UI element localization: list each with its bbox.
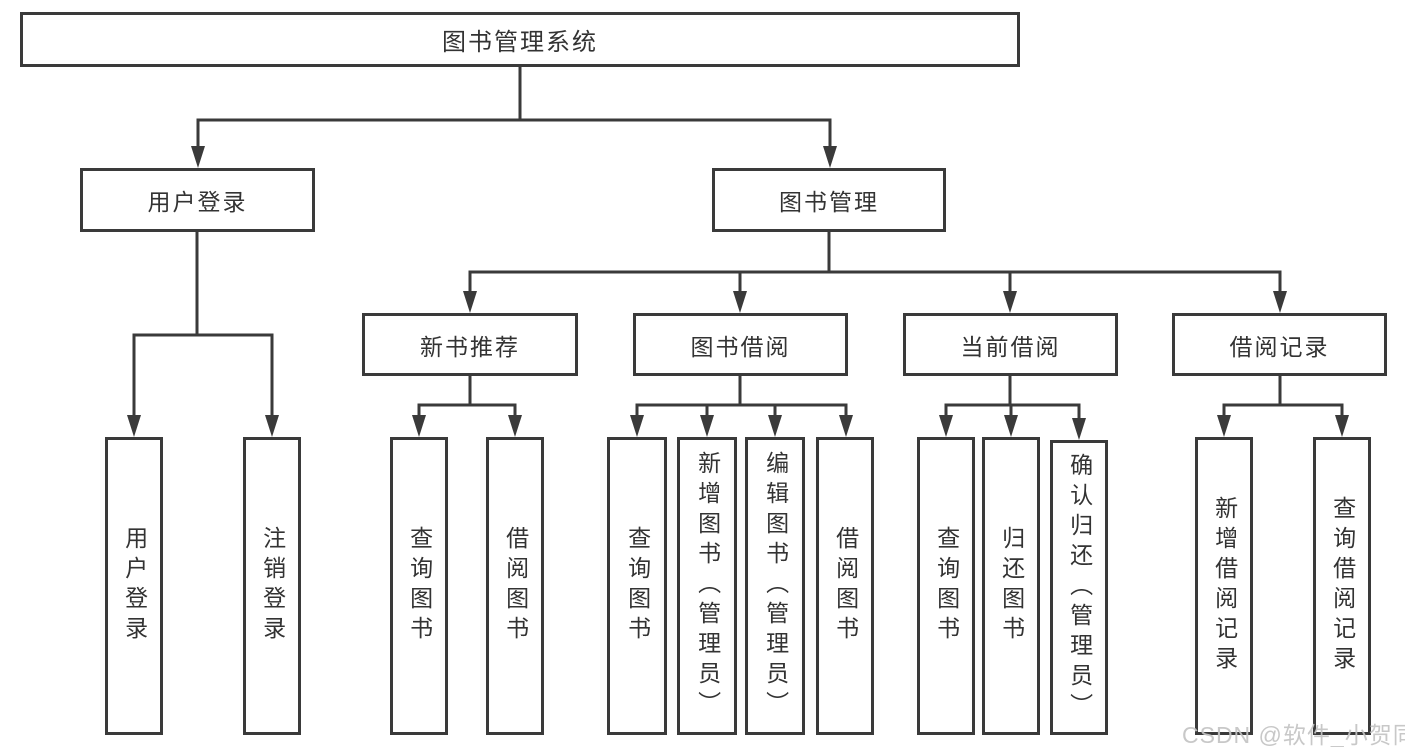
node-add-borrow-record: 新增借阅记录 <box>1195 437 1253 735</box>
node-user-login-leaf: 用户登录 <box>105 437 163 735</box>
node-edit-books-admin: 编辑图书（管理员） <box>745 437 805 735</box>
node-borrow-books-recommend: 借阅图书 <box>486 437 544 735</box>
arrowheads <box>127 146 1349 440</box>
node-library-management-system: 图书管理系统 <box>20 12 1020 67</box>
node-query-books-current: 查询图书 <box>917 437 975 735</box>
node-logout: 注销登录 <box>243 437 301 735</box>
node-current-borrowing: 当前借阅 <box>903 313 1118 376</box>
node-query-books-recommend: 查询图书 <box>390 437 448 735</box>
node-confirm-return-admin: 确认归还（管理员） <box>1050 440 1108 735</box>
node-borrowing-records: 借阅记录 <box>1172 313 1387 376</box>
node-add-books-admin: 新增图书（管理员） <box>677 437 737 735</box>
node-query-books-borrowing: 查询图书 <box>607 437 667 735</box>
csdn-watermark: CSDN @软件_小贺同学 <box>1182 722 1405 747</box>
node-book-borrowing: 图书借阅 <box>633 313 848 376</box>
node-borrow-books-leaf: 借阅图书 <box>816 437 874 735</box>
node-user-login: 用户登录 <box>80 168 315 232</box>
node-return-books: 归还图书 <box>982 437 1040 735</box>
node-new-book-recommendation: 新书推荐 <box>362 313 578 376</box>
node-book-management: 图书管理 <box>712 168 946 232</box>
node-query-borrow-record: 查询借阅记录 <box>1313 437 1371 735</box>
